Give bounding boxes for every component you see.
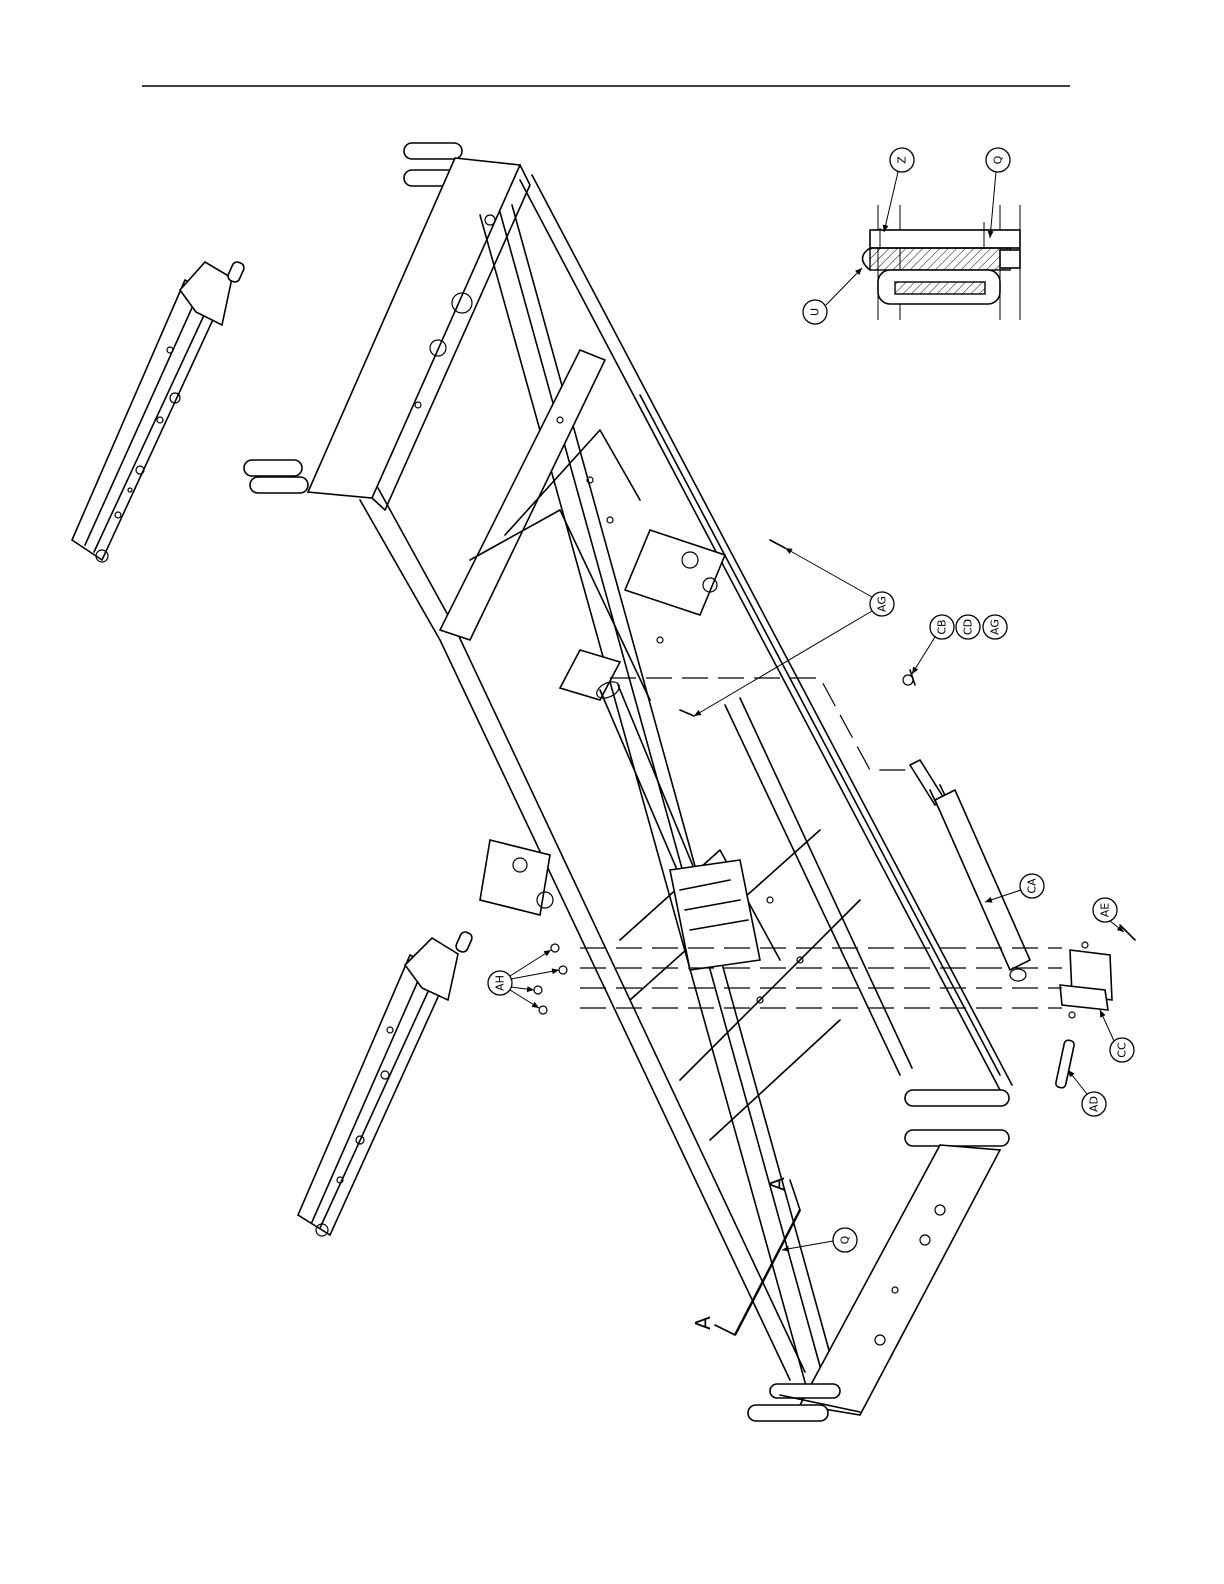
callout-z-label: Z (896, 156, 909, 164)
callout-ag-main-label: AG (876, 596, 889, 612)
slide-rail-upper (72, 260, 246, 562)
ah-fasteners (534, 944, 567, 1014)
callout-q-detail[interactable]: Q (986, 148, 1010, 238)
section-mark-lower: A (691, 1316, 715, 1330)
section-mark-upper-label: A (765, 1177, 789, 1191)
callout-cb[interactable]: CB (912, 615, 954, 674)
section-mark-lower-label: A (691, 1316, 715, 1330)
callout-ag-main[interactable]: AG (694, 548, 894, 716)
gas-spring-and-bracket (680, 540, 1135, 1089)
callout-ag-group-label: AG (989, 619, 1002, 635)
assembly-dashed-lines (580, 678, 1062, 1008)
callout-ah[interactable]: AH (488, 950, 559, 1008)
callout-cd-label: CD (962, 619, 975, 635)
callout-ca-label: CA (1026, 878, 1039, 894)
callout-cc-label: CC (1116, 1042, 1129, 1058)
callout-ag-group[interactable]: AG (983, 615, 1007, 639)
callout-q-main-label: Q (839, 1235, 852, 1244)
callout-ae[interactable]: AE (1093, 898, 1124, 932)
callout-ad[interactable]: AD (1068, 1070, 1106, 1116)
section-mark-upper: A (765, 1177, 789, 1191)
callout-z[interactable]: Z (884, 148, 914, 232)
callout-cc[interactable]: CC (1100, 1010, 1134, 1062)
callout-cd[interactable]: CD (956, 615, 980, 639)
callout-ah-label: AH (494, 975, 507, 991)
callout-cb-label: CB (936, 619, 949, 634)
callout-u[interactable]: U (803, 268, 862, 324)
callout-ad-label: AD (1088, 1096, 1101, 1112)
callout-ae-label: AE (1099, 903, 1112, 918)
callout-u-label: U (809, 308, 822, 316)
main-frame-assembly (244, 143, 1012, 1421)
callout-q-main[interactable]: Q (782, 1228, 857, 1252)
slide-rail-lower (298, 930, 474, 1236)
callout-q-detail-label: Q (992, 155, 1005, 164)
